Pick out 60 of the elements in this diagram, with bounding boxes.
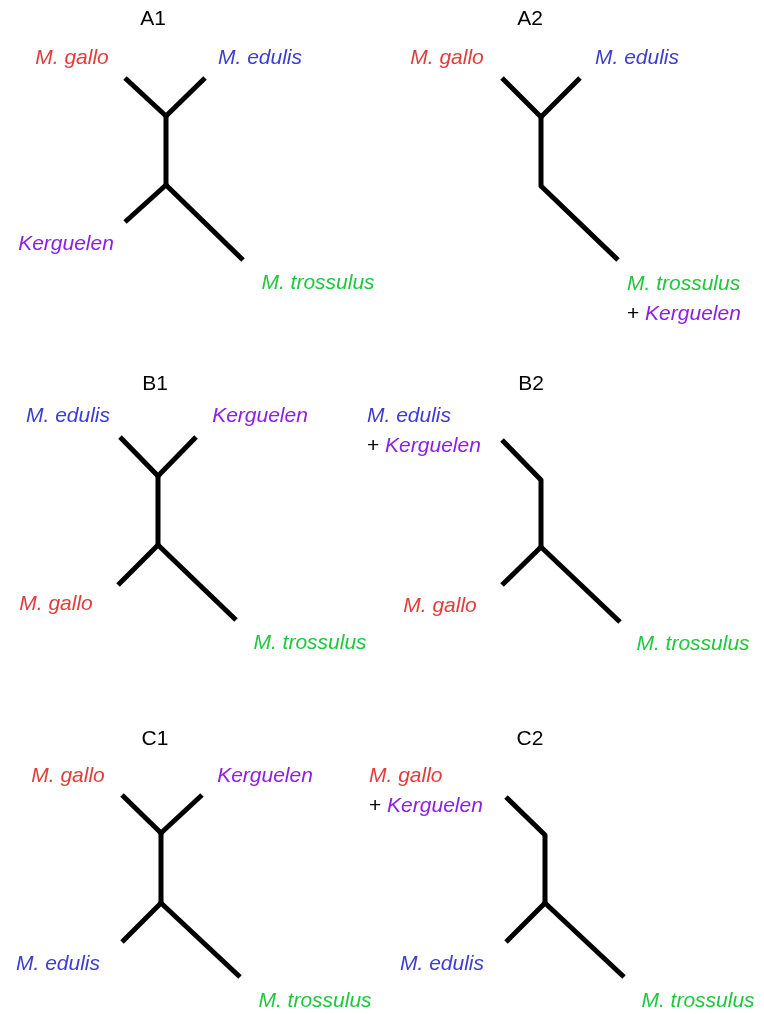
branch-junction bbox=[163, 182, 169, 188]
tree-branch bbox=[123, 183, 168, 224]
tree-branch bbox=[116, 543, 160, 587]
taxon-label: M. edulis bbox=[16, 948, 100, 978]
taxon-label: M. edulis bbox=[26, 400, 110, 430]
tree-branch bbox=[164, 183, 245, 262]
taxon-label: Kerguelen bbox=[212, 400, 308, 430]
panel-label: B2 bbox=[518, 371, 544, 395]
branch-junction bbox=[538, 544, 544, 550]
tree-branch bbox=[120, 793, 163, 835]
taxon-label: M. edulis bbox=[400, 948, 484, 978]
tree-branch bbox=[159, 901, 242, 979]
tree-branch bbox=[156, 435, 198, 478]
panel-label: A2 bbox=[517, 6, 543, 30]
branch-junction bbox=[158, 900, 164, 906]
taxon-label: M. trossulus bbox=[641, 985, 755, 1014]
panel-label: A1 bbox=[140, 6, 166, 30]
panel-label: C2 bbox=[516, 726, 544, 750]
tree-branch bbox=[159, 793, 204, 835]
taxon-label: M. edulis bbox=[595, 42, 679, 72]
tree-branch bbox=[156, 543, 238, 622]
tree-branch bbox=[500, 545, 543, 587]
branch-junction bbox=[542, 900, 548, 906]
taxon-label: Kerguelen bbox=[18, 228, 114, 258]
tree-branch bbox=[123, 76, 168, 118]
tree-branch bbox=[120, 901, 163, 944]
branch-junction bbox=[538, 114, 544, 120]
taxon-label: M. trossulus bbox=[258, 985, 372, 1014]
taxon-label: M. gallo bbox=[19, 588, 93, 618]
taxon-label: M. gallo bbox=[403, 590, 477, 620]
tree-branch bbox=[543, 901, 626, 979]
tree-branch bbox=[504, 901, 547, 944]
taxon-label: M. gallo + Kerguelen bbox=[369, 760, 483, 820]
taxon-label: M. gallo bbox=[410, 42, 484, 72]
tree-branch bbox=[538, 117, 620, 262]
taxon-label: M. edulis + Kerguelen bbox=[367, 400, 481, 460]
tree-branch bbox=[158, 833, 164, 903]
taxon-label: M. gallo bbox=[31, 760, 105, 790]
taxon-label: M. gallo bbox=[35, 42, 109, 72]
taxon-label: M. trossulus + Kerguelen bbox=[627, 268, 741, 328]
taxon-label: Kerguelen bbox=[217, 760, 313, 790]
branch-junction bbox=[163, 113, 169, 119]
branch-junction bbox=[155, 542, 161, 548]
branch-junction bbox=[158, 830, 164, 836]
tree-branch bbox=[163, 116, 169, 185]
panel-label: B1 bbox=[142, 371, 168, 395]
tree-branch bbox=[539, 76, 582, 119]
taxon-label: M. trossulus bbox=[636, 628, 750, 658]
tree-branch bbox=[500, 76, 543, 119]
tree-branch bbox=[539, 545, 622, 624]
panel-label: C1 bbox=[141, 726, 169, 750]
tree-branch bbox=[504, 795, 548, 903]
taxon-label: M. edulis bbox=[218, 42, 302, 72]
branch-junction bbox=[155, 473, 161, 479]
tree-branch bbox=[164, 76, 207, 118]
taxon-label: M. trossulus bbox=[261, 267, 375, 297]
taxon-label: M. trossulus bbox=[253, 627, 367, 657]
tree-branch bbox=[155, 476, 161, 545]
tree-branch bbox=[500, 438, 544, 547]
tree-branch bbox=[118, 435, 160, 478]
